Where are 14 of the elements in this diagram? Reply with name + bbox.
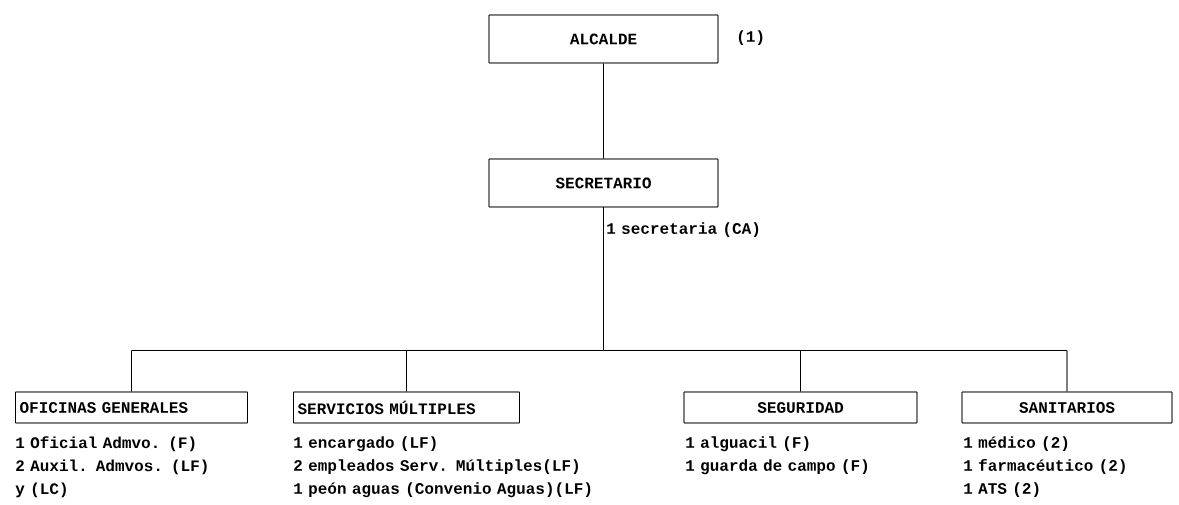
org-box: ALCALDE — [488, 14, 719, 64]
org-box: SERVICIOS MÚLTIPLES — [293, 391, 520, 424]
note-text: (1) — [738, 30, 763, 46]
staff-list: 1 Oficial Admvo. (F) 2 Auxil. Admvos. (LF) y (LC) — [15, 436, 207, 498]
org-box: SANITARIOS — [961, 391, 1173, 424]
org-box: SECRETARIO — [488, 158, 719, 208]
org-box: OFICINAS GENERALES — [15, 391, 248, 424]
connector-line — [603, 207, 1068, 392]
staff-list: 1 encargado (LF) 2 empleados Serv. Múltiples(LF) 1 peón aguas (Convenio Aguas)(LF) — [294, 436, 591, 498]
note-text: 1 secretaria (CA) — [607, 222, 759, 238]
org-box: SEGURIDAD — [683, 391, 918, 424]
staff-list: 1 alguacil (F) 1 guarda de campo (F) — [686, 436, 868, 475]
staff-list: 1 médico (2) 1 farmacéutico (2) 1 ATS (2) — [964, 436, 1125, 498]
connector-line — [603, 63, 604, 159]
